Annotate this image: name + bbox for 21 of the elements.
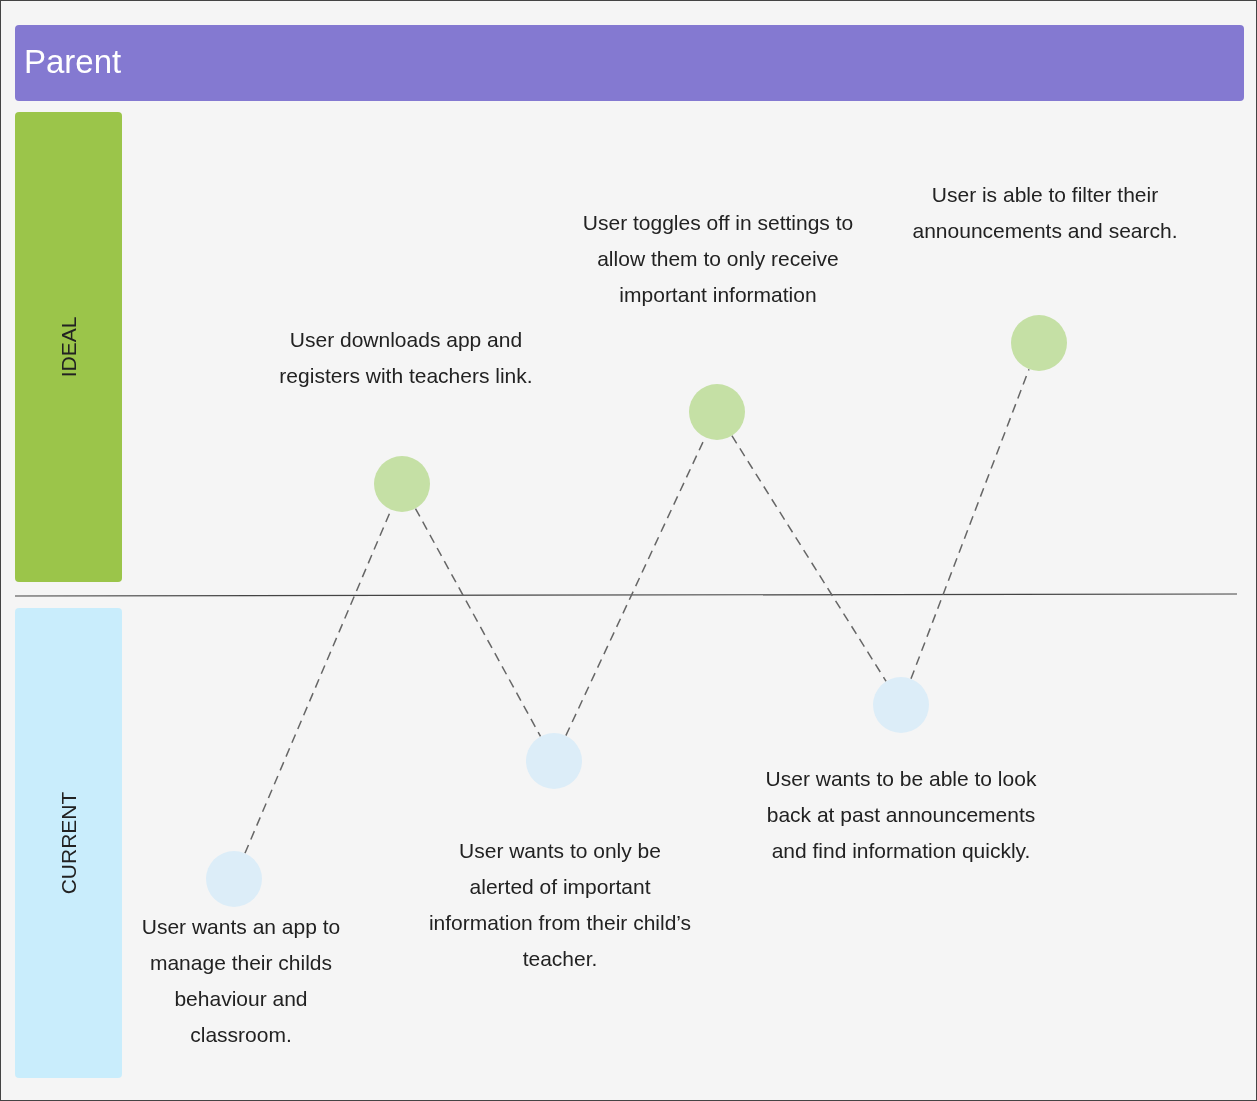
stage-description: User toggles off in settings to allow them to only receive important information bbox=[581, 210, 855, 308]
stage-description: User is able to filter their announcements and search. bbox=[911, 182, 1179, 244]
stage-circle bbox=[689, 384, 745, 440]
stage-description: User wants to be able to look back at past announcements and find information quickly. bbox=[764, 766, 1038, 864]
dashed-connector bbox=[910, 368, 1030, 680]
stage-circle bbox=[526, 733, 582, 789]
stage-description: User downloads app and registers with teachers link. bbox=[278, 327, 534, 389]
dashed-connector bbox=[414, 507, 542, 738]
stage-circle bbox=[206, 851, 262, 907]
lane-label: CURRENT bbox=[56, 791, 81, 895]
stage-circle bbox=[873, 677, 929, 733]
stage-circle bbox=[1011, 315, 1067, 371]
dashed-connector bbox=[731, 434, 887, 683]
header-bar bbox=[15, 25, 1244, 101]
stage-circle bbox=[374, 456, 430, 512]
stage-description: User wants to only be alerted of important information from their child’s teacher. bbox=[427, 838, 693, 972]
lane-label: IDEAL bbox=[56, 316, 81, 378]
header-title: Parent bbox=[24, 43, 122, 81]
stage-description: User wants an app to manage their childs behaviour and classroom. bbox=[140, 914, 342, 1048]
lane-band bbox=[15, 608, 122, 1078]
lane-band bbox=[15, 112, 122, 582]
